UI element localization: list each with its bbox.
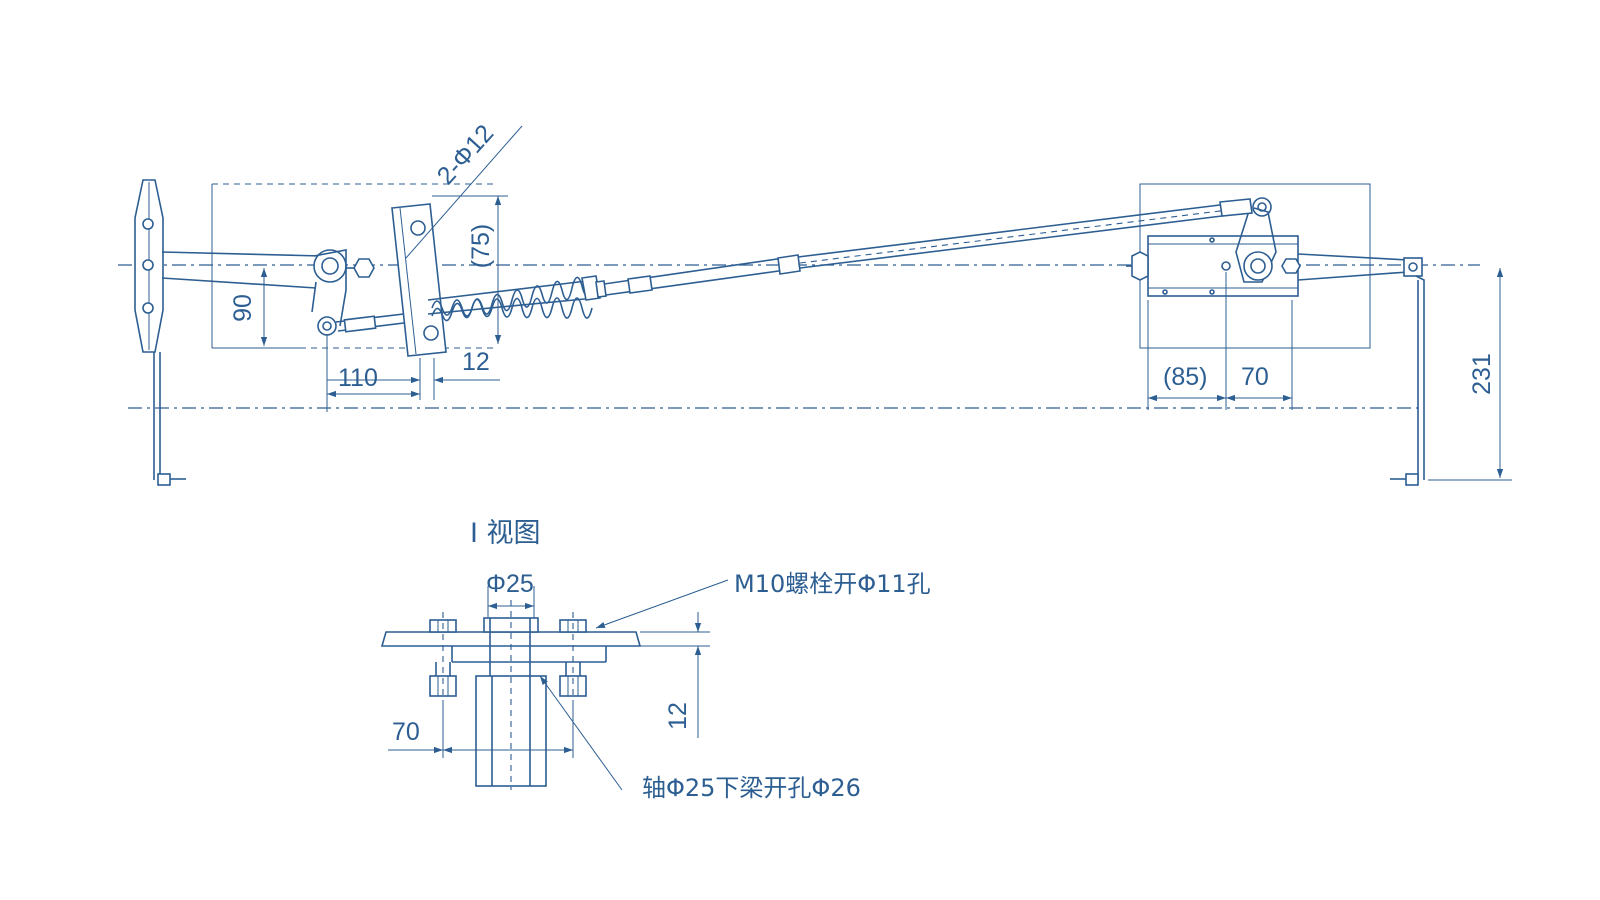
dim-90-label: 90 bbox=[229, 294, 257, 322]
dim-12-label: 12 bbox=[664, 702, 692, 730]
hole-note: 2-Φ12 bbox=[432, 119, 500, 190]
dim-70: 70 bbox=[388, 700, 574, 758]
dim-70-right-label: 70 bbox=[1241, 363, 1269, 391]
left-mount-plate bbox=[211, 183, 494, 349]
shaft-note: 轴Φ25下梁开孔Φ26 bbox=[642, 774, 861, 802]
dim-phi25-label: Φ25 bbox=[486, 570, 534, 598]
left-lever-arm bbox=[161, 249, 375, 336]
connecting-rod bbox=[603, 197, 1272, 296]
right-actuator bbox=[1126, 207, 1301, 297]
dim-110-12: 110 12 bbox=[326, 334, 500, 412]
right-bolt bbox=[559, 612, 587, 700]
top-view: 2-Φ12 (75) 90 110 12 bbox=[118, 119, 1512, 486]
shaft bbox=[475, 600, 547, 790]
spring-rod-left bbox=[335, 312, 413, 333]
right-arm bbox=[1297, 253, 1425, 486]
dim-90: 90 bbox=[229, 268, 268, 346]
bolt-note: M10螺栓开Φ11孔 bbox=[734, 570, 931, 598]
dim-231-label: 231 bbox=[1468, 353, 1496, 395]
dim-75-label: (75) bbox=[467, 224, 495, 268]
dim-85-70: (85) 70 bbox=[1147, 272, 1293, 410]
dim-12-top-label: 12 bbox=[462, 348, 490, 376]
dim-70-label: 70 bbox=[392, 718, 420, 746]
dim-75: (75) bbox=[432, 195, 508, 344]
left-bolt bbox=[429, 612, 457, 700]
dim-85-label: (85) bbox=[1163, 363, 1207, 391]
dim-110-label: 110 bbox=[338, 364, 378, 392]
dim-231: 231 bbox=[1428, 268, 1512, 481]
left-hinge-bracket bbox=[134, 179, 186, 486]
dim-12: 12 bbox=[640, 612, 710, 738]
left-bracket-plate bbox=[391, 203, 447, 357]
compression-spring bbox=[427, 275, 607, 322]
shaft-note-leader: 轴Φ25下梁开孔Φ26 bbox=[539, 675, 861, 802]
bolt-note-leader: M10螺栓开Φ11孔 bbox=[595, 570, 931, 629]
dim-phi25: Φ25 bbox=[486, 570, 535, 618]
detail-view-title: I 视图 bbox=[470, 518, 541, 549]
detail-view: I 视图 bbox=[380, 518, 931, 802]
